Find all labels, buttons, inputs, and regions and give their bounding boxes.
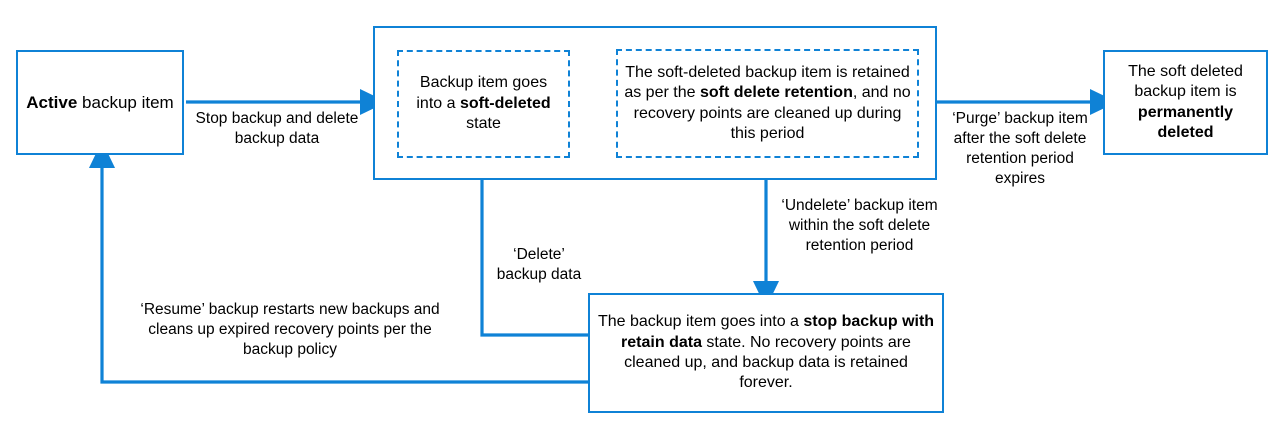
node-soft-deleted-state[interactable]: Backup item goes into a soft-deleted sta… <box>397 50 570 158</box>
edge-label-purge: ‘Purge’ backup item after the soft delet… <box>952 110 1088 188</box>
edge-label-delete-backup-data: ‘Delete’ backup data <box>496 246 582 284</box>
node-soft-delete-retention[interactable]: The soft-deleted backup item is retained… <box>616 49 919 158</box>
node-soft-delete-retention-text: The soft-deleted backup item is retained… <box>624 63 911 142</box>
node-stop-backup-with-retain-data[interactable]: The backup item goes into a stop backup … <box>588 293 944 413</box>
node-permanently-deleted-text: The soft deleted backup item is permanen… <box>1128 62 1243 141</box>
node-permanently-deleted[interactable]: The soft deleted backup item is permanen… <box>1103 50 1268 155</box>
node-stop-backup-with-retain-data-text: The backup item goes into a stop backup … <box>597 313 935 392</box>
edge-label-stop-backup-delete-data: Stop backup and delete backup data <box>195 110 359 148</box>
edge-label-undelete: ‘Undelete’ backup item within the soft d… <box>781 197 938 255</box>
node-active-backup-item-text: Active backup item <box>26 92 174 112</box>
edge-label-resume-backup: ‘Resume’ backup restarts new backups and… <box>140 301 440 359</box>
node-soft-deleted-state-text: Backup item goes into a soft-deleted sta… <box>416 74 551 133</box>
node-active-backup-item[interactable]: Active backup item <box>16 50 184 155</box>
